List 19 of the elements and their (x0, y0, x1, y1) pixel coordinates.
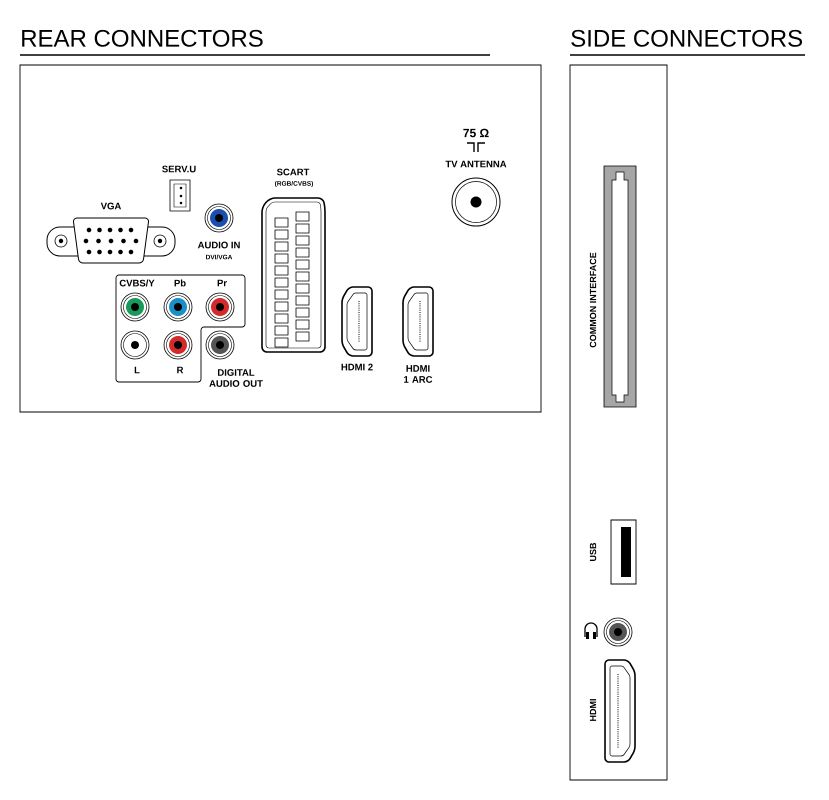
port-label: HDMI 2 (342, 364, 373, 370)
port-label: 75 Ω (463, 128, 489, 138)
port-label: Pr (218, 280, 227, 286)
port-label: TV ANTENNA (446, 160, 506, 168)
port-label: COMMON INTERFACE (590, 252, 596, 348)
section-heading: REAR CONNECTORS (22, 30, 263, 47)
port-label: L (134, 366, 140, 374)
port-label: USB (590, 542, 596, 561)
port-label: SERV.U (162, 166, 196, 172)
port-label: R (177, 366, 184, 374)
port-label: DIGITAL AUDIO OUT (209, 369, 263, 387)
section-heading: SIDE CONNECTORS (571, 30, 802, 47)
port-label: HDMI 1 ARC (404, 365, 432, 383)
port-label: AUDIO IN (198, 242, 240, 248)
port-label: Pb (174, 280, 186, 286)
port-label: HDMI (590, 699, 596, 721)
port-label: SCART (276, 168, 310, 176)
port-label: VGA (100, 202, 122, 210)
port-label: CVBS/Y (120, 279, 155, 287)
